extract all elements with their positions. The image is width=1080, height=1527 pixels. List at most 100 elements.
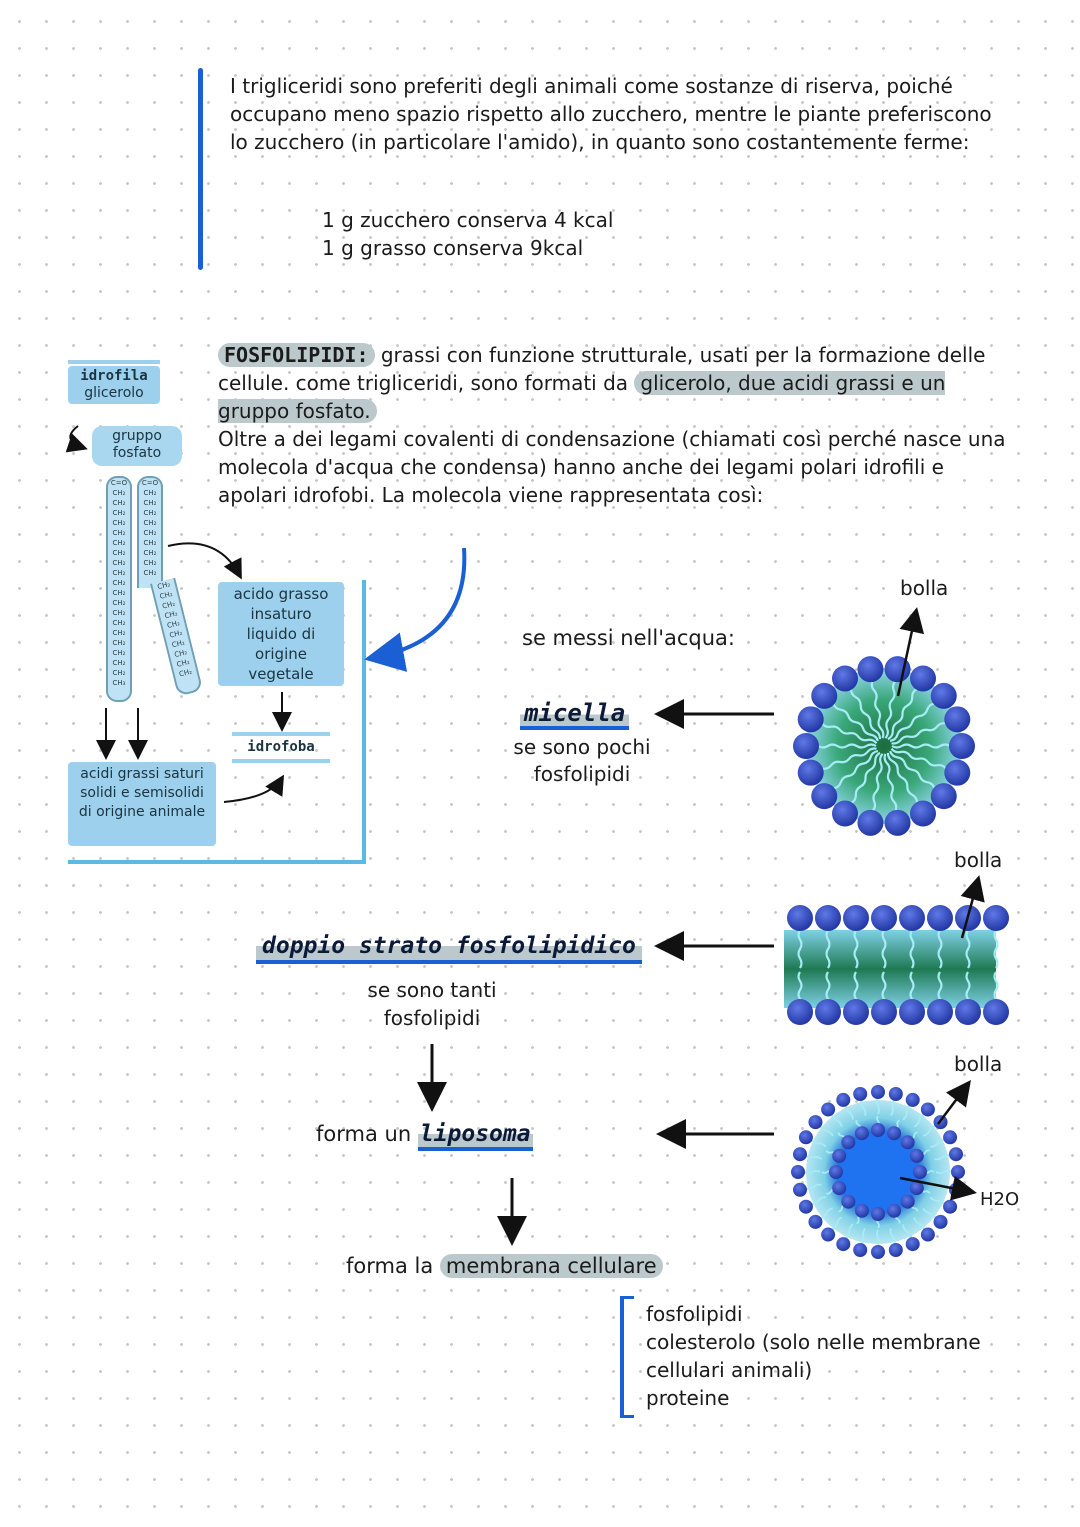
idrofoba-box: idrofoba	[232, 732, 330, 763]
bilayer-head-top	[899, 905, 925, 931]
liposome-head-outer	[920, 1227, 935, 1242]
liposome-tail-outer	[810, 1139, 827, 1148]
liposome-head-inner	[832, 1181, 847, 1196]
idrofila-label: idrofila	[80, 368, 148, 384]
bolla-pointer-1	[896, 607, 925, 697]
idrofoba-bar-top	[232, 732, 330, 736]
micelle-illustration	[793, 656, 975, 836]
bilayer-head-bottom	[983, 999, 1009, 1025]
idrofila-bar-top	[68, 360, 160, 364]
liposome-tail-outer	[889, 1228, 896, 1245]
list-item-proteine: proteine	[646, 1386, 730, 1410]
liposome-tail-outer	[902, 1224, 912, 1239]
liposome-head-outer	[905, 1237, 920, 1252]
liposome-head-inner	[854, 1203, 869, 1218]
micelle-head	[949, 733, 975, 759]
membrana-highlight: membrana cellulare	[439, 1254, 663, 1278]
glicerolo-label: glicerolo	[84, 385, 144, 401]
bilayer-desc: se sono tanti fosfolipidi	[367, 978, 497, 1030]
chain-unit: CH₂	[112, 509, 126, 517]
liposome-head-outer	[905, 1092, 920, 1107]
liposome-head-outer	[853, 1242, 868, 1257]
chain-unit: CH₂	[112, 559, 126, 567]
liposome-tail-outer	[935, 1170, 953, 1174]
chain-unit: CH₂	[143, 549, 157, 557]
micelle-tail	[886, 752, 919, 804]
liposome-head-outer	[793, 1147, 808, 1162]
chain-unit: CH₂	[143, 529, 157, 537]
liposome-head-outer	[836, 1237, 851, 1252]
micelle-tail	[891, 722, 947, 745]
bolla-pointer-2	[960, 875, 985, 939]
bilayer-head-top	[787, 905, 813, 931]
micelle-tail	[870, 680, 885, 739]
liposome-tail-outer	[890, 1099, 896, 1117]
micelle-head	[811, 783, 838, 810]
liposoma-prefix: forma un	[316, 1122, 418, 1146]
liposome-tail-outer	[913, 1113, 925, 1128]
liposome-tail-outer	[860, 1227, 866, 1245]
liposome-head-inner	[871, 1123, 885, 1137]
liposome-head-outer	[821, 1227, 836, 1242]
liposome-tail-outer	[819, 1125, 834, 1137]
micelle-head	[930, 682, 957, 709]
liposome-head-inner	[887, 1126, 902, 1141]
bilayer-head-bottom	[815, 999, 841, 1025]
bilayer-head-bottom	[955, 999, 981, 1025]
liposome-tail-outer	[844, 1105, 854, 1120]
liposome-head-inner	[887, 1203, 902, 1218]
liposome-tail-outer	[805, 1183, 822, 1190]
bilayer-head-top	[927, 905, 953, 931]
h2o-label: H2O	[980, 1189, 1020, 1210]
phospho-text-a: grassi con funzione strutturale, usati p…	[218, 343, 986, 395]
bilayer-tail-top	[853, 929, 859, 969]
liposome-head-inner	[832, 1148, 847, 1163]
liposome-head-inner	[829, 1165, 843, 1179]
liposome-tail-outer	[902, 1104, 911, 1121]
bilayer-head-top	[843, 905, 869, 931]
micella-desc: se sono pochi fosfolipidi	[513, 735, 651, 786]
liposome-tail-outer	[830, 1113, 843, 1127]
bolla-label-2: bolla	[954, 848, 1003, 872]
chain-unit: CH₂	[112, 539, 126, 547]
liposome-tail-outer	[913, 1217, 926, 1231]
membrane-list: fosfolipidi colesterolo (solo nelle memb…	[646, 1300, 1006, 1412]
micelle-head	[910, 800, 936, 827]
phospho-paragraph: FOSFOLIPIDI: grassi con funzione struttu…	[218, 341, 1008, 509]
chain-unit: CH₂	[112, 489, 126, 497]
membrana-line: forma la membrana cellulare	[346, 1252, 663, 1280]
liposome-head-outer	[836, 1092, 851, 1107]
liposome-head-inner	[841, 1194, 856, 1209]
insaturo-label: acido grasso insaturo liquido di origine…	[218, 582, 344, 686]
chain-unit: CH₂	[112, 649, 126, 657]
liposome-illustration	[791, 1085, 965, 1259]
micelle-head	[797, 759, 824, 786]
micelle-tail	[887, 687, 918, 741]
water-intro: se messi nell'acqua:	[522, 626, 735, 650]
idrofoba-bar-bottom	[232, 759, 330, 763]
bolla-label-3: bolla	[954, 1052, 1003, 1076]
liposome-head-outer	[933, 1214, 948, 1229]
bilayer-head-bottom	[787, 999, 813, 1025]
micelle-tail	[889, 702, 935, 742]
bilayer-tail-top	[937, 929, 943, 969]
bilayer-tail-top	[881, 929, 887, 969]
chain-unit: CH₂	[112, 519, 126, 527]
chain-unit: CH₂	[143, 539, 157, 547]
list-bracket	[620, 1296, 634, 1418]
membrana-prefix: forma la	[346, 1254, 440, 1278]
bilayer-head-bottom	[927, 999, 953, 1025]
chain-unit: CH₂	[112, 499, 126, 507]
liposome-head-outer	[888, 1087, 903, 1102]
liposome-tail-outer	[831, 1216, 843, 1231]
liposome-head-outer	[948, 1147, 963, 1162]
liposome-head-outer	[808, 1214, 823, 1229]
liposome-head-outer	[888, 1242, 903, 1257]
chain-unit: CH₂	[112, 569, 126, 577]
bilayer-tail-top	[993, 929, 999, 969]
liposome-head-outer	[951, 1165, 965, 1179]
micelle-head	[832, 800, 858, 827]
